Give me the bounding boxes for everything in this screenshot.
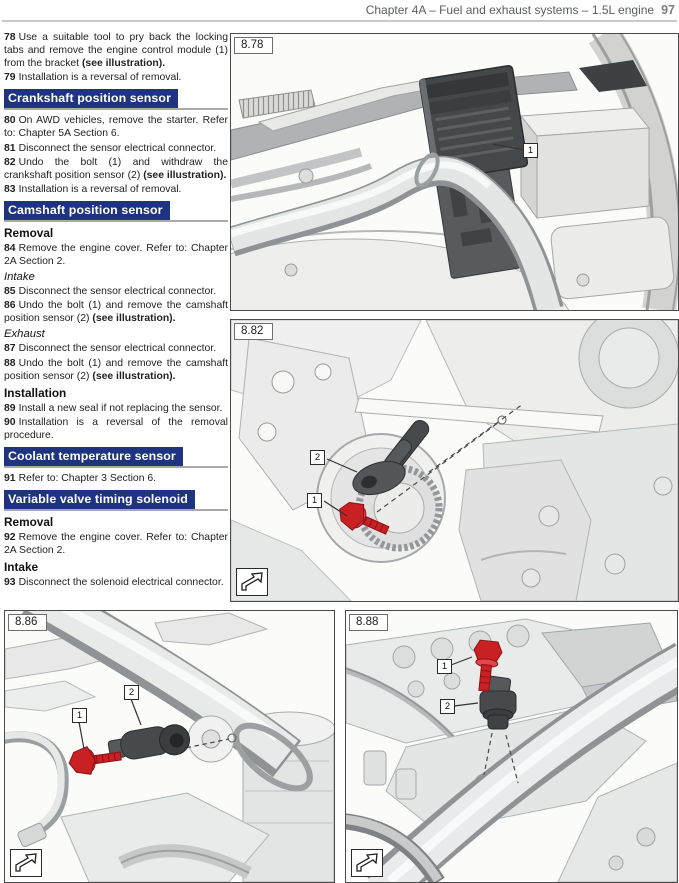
figure-label: 8.82 [234, 323, 274, 340]
figure-8-86: 8.86 1 2 [4, 610, 335, 883]
bolt-highlight-art [68, 745, 122, 775]
figure-8-78: 8.78 1 [230, 33, 679, 311]
section-header-label: Variable valve timing solenoid [4, 490, 195, 510]
figure-label: 8.78 [234, 37, 274, 54]
figure-label: 8.88 [349, 614, 389, 631]
direction-arrow-icon [10, 849, 42, 877]
step-number: 87 [4, 343, 16, 355]
section-header-label: Crankshaft position sensor [4, 89, 179, 109]
callout-1: 1 [437, 659, 452, 674]
callout-2: 2 [124, 685, 139, 700]
subheading: Removal [4, 515, 54, 530]
chapter-title-text: Chapter 4A – Fuel and exhaust systems – … [365, 3, 655, 17]
step-number: 79 [4, 72, 16, 84]
page-number: 97 [661, 3, 675, 17]
step-number: 80 [4, 115, 16, 127]
step-number: 82 [4, 156, 16, 168]
step-number: 81 [4, 142, 16, 154]
header-divider [2, 20, 677, 22]
section-header: Coolant temperature sensor [4, 446, 228, 468]
crankshaft-sensor-art [352, 419, 430, 496]
step-number: 93 [4, 577, 16, 589]
see-illustration-ref: (see illustration). [81, 58, 166, 70]
figure-8-82-illustration [231, 320, 678, 601]
step-number: 92 [4, 532, 16, 544]
callout-1: 1 [72, 708, 87, 723]
callout-2: 2 [440, 699, 455, 714]
subheading: Installation [4, 385, 67, 400]
direction-arrow-icon [351, 849, 383, 877]
bolt-highlight-art [473, 639, 503, 692]
chapter-title: Chapter 4A – Fuel and exhaust systems – … [366, 3, 675, 17]
section-header-label: Coolant temperature sensor [4, 446, 183, 466]
figure-8-82: 8.82 2 1 [230, 319, 679, 602]
step-number: 91 [4, 472, 16, 484]
subheading: Intake [4, 560, 39, 575]
subheading: Exhaust [4, 328, 45, 341]
section-header: Variable valve timing solenoid [4, 490, 228, 512]
section-header-label: Camshaft position sensor [4, 200, 170, 220]
bolt-highlight-art [339, 502, 390, 535]
figure-8-88-illustration [346, 618, 677, 882]
see-illustration-ref: (see illustration). [92, 370, 176, 382]
step-number: 85 [4, 286, 16, 298]
step-number: 84 [4, 242, 16, 254]
step-number: 90 [4, 416, 16, 428]
see-illustration-ref: (see illustration). [143, 169, 227, 181]
section-header: Crankshaft position sensor [4, 89, 228, 111]
step-number: 86 [4, 300, 16, 312]
see-illustration-ref: (see illustration). [92, 313, 176, 325]
figure-label: 8.86 [8, 614, 48, 631]
camshaft-sensor-intake-art [107, 724, 191, 760]
page-header: Chapter 4A – Fuel and exhaust systems – … [2, 0, 677, 22]
step-number: 88 [4, 357, 16, 369]
direction-arrow-icon [236, 568, 268, 596]
step-number: 89 [4, 402, 16, 414]
callout-1: 1 [523, 143, 538, 158]
figure-8-78-illustration [231, 34, 678, 310]
figure-8-86-illustration [5, 611, 334, 882]
figure-8-88: 8.88 1 2 [345, 610, 678, 883]
subheading: Intake [4, 271, 35, 284]
section-header: Camshaft position sensor [4, 200, 228, 222]
step-number: 78 [4, 32, 16, 43]
callout-2: 2 [310, 450, 325, 465]
subheading: Removal [4, 225, 54, 240]
callout-1: 1 [307, 493, 322, 508]
step-number: 83 [4, 183, 16, 195]
